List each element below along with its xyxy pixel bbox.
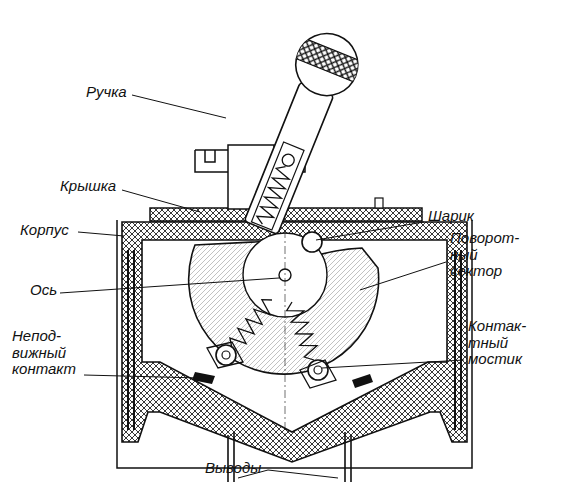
- part-label: Шарик: [428, 208, 474, 225]
- part-label: Выводы: [205, 460, 261, 477]
- leader-lines: [60, 95, 464, 478]
- part-label: Непод­вижный контакт: [12, 328, 80, 378]
- ball: [302, 232, 322, 252]
- part-label: Контак­тный мостик: [468, 318, 536, 368]
- body: [122, 222, 467, 462]
- part-label: Корпус: [20, 222, 69, 239]
- handle: [229, 23, 371, 241]
- spring: [230, 300, 272, 348]
- part-label: Крышка: [60, 178, 116, 195]
- part-label: Поворот­ный сектор: [450, 230, 524, 280]
- part-label: Ручка: [86, 84, 127, 101]
- fixed-contact: [352, 374, 373, 388]
- part-label: Ось: [30, 282, 57, 299]
- spring: [287, 302, 317, 360]
- shell: [117, 220, 472, 468]
- spring: [255, 164, 293, 227]
